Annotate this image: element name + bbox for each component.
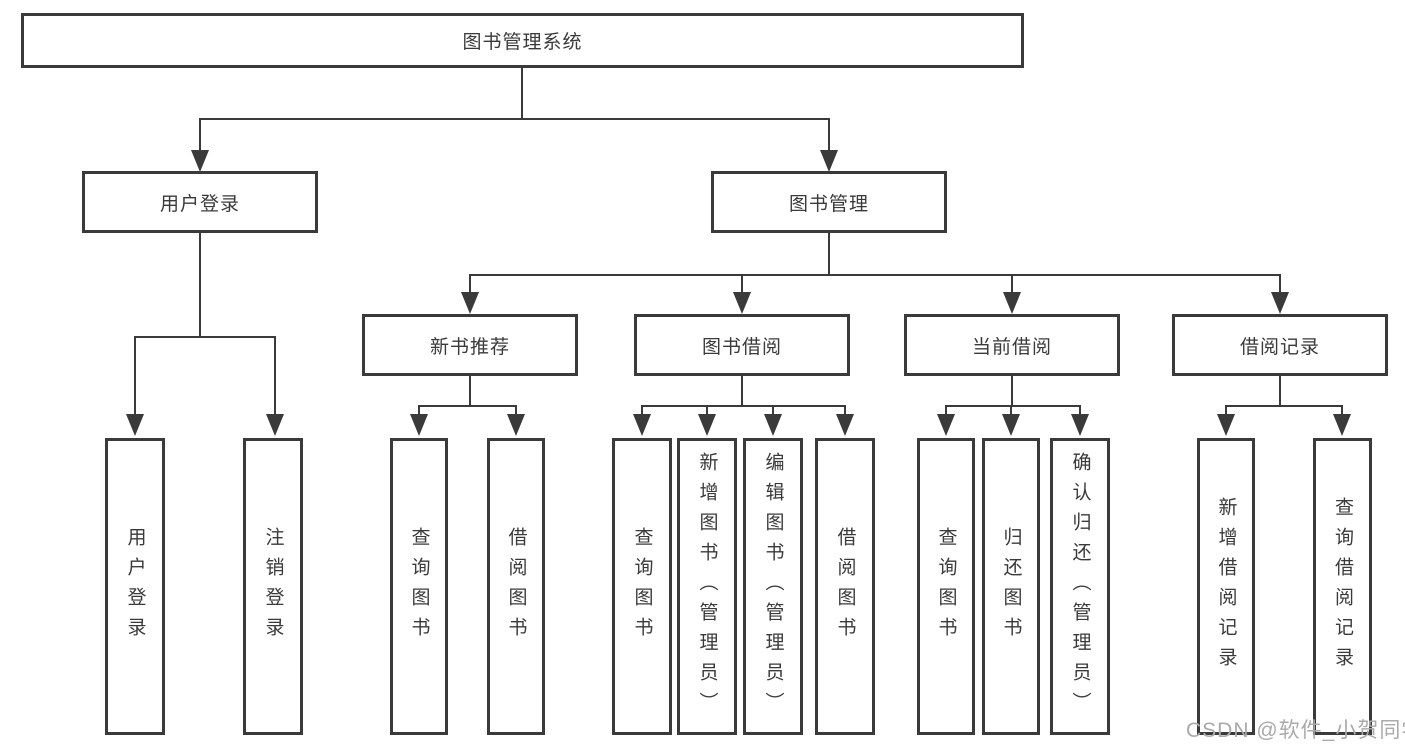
node-label: 用户登录 — [159, 193, 240, 215]
leaf-query-borrow-record: 查询借阅记录 — [1313, 438, 1372, 735]
arrow-down-icon — [461, 292, 479, 314]
leaf-add-borrow-record: 新增借阅记录 — [1197, 438, 1255, 735]
connector-line — [772, 405, 774, 416]
node-borrow-records: 借阅记录 — [1172, 314, 1388, 376]
connector-line — [274, 336, 276, 416]
node-user-login: 用户登录 — [82, 171, 318, 233]
arrow-down-icon — [937, 414, 955, 436]
connector-line — [199, 118, 830, 120]
leaf-label: 查询图书 — [935, 526, 957, 647]
leaf-query-books: 查询图书 — [390, 438, 448, 735]
connector-line — [521, 68, 523, 118]
connector-line — [641, 405, 643, 416]
connector-line — [1011, 274, 1013, 294]
connector-line — [1010, 405, 1012, 416]
connector-line — [1225, 405, 1343, 407]
connector-line — [515, 405, 517, 416]
leaf-label: 新增借阅记录 — [1215, 496, 1237, 677]
leaf-label: 查询借阅记录 — [1332, 496, 1353, 677]
leaf-label: 借阅图书 — [834, 526, 856, 647]
leaf-return-books: 归还图书 — [982, 438, 1040, 735]
leaf-label: 归还图书 — [1000, 526, 1022, 647]
arrow-down-icon — [820, 150, 838, 172]
leaf-label: 查询图书 — [631, 526, 653, 647]
leaf-label: 用户登录 — [124, 526, 146, 647]
leaf-label: 新增图书（管理员） — [696, 451, 718, 722]
connector-line — [469, 274, 1281, 276]
connector-line — [134, 336, 136, 416]
arrow-down-icon — [764, 414, 782, 436]
leaf-label: 确认归还（管理员） — [1069, 451, 1091, 722]
arrow-down-icon — [1217, 414, 1235, 436]
leaf-query-books: 查询图书 — [917, 438, 975, 735]
connector-line — [706, 405, 708, 416]
connector-line — [1279, 274, 1281, 294]
connector-line — [828, 118, 830, 152]
connector-line — [1341, 405, 1343, 416]
connector-line — [741, 376, 743, 405]
arrow-down-icon — [191, 150, 209, 172]
arrow-down-icon — [1002, 414, 1020, 436]
arrow-down-icon — [836, 414, 854, 436]
node-label: 借阅记录 — [1239, 336, 1320, 358]
connector-line — [741, 274, 743, 294]
connector-line — [469, 376, 471, 405]
connector-line — [945, 405, 1081, 407]
connector-line — [469, 274, 471, 294]
connector-line — [844, 405, 846, 416]
node-new-book-recommend: 新书推荐 — [362, 314, 578, 376]
node-label: 新书推荐 — [429, 336, 510, 358]
arrow-down-icon — [410, 414, 428, 436]
node-book-borrowing: 图书借阅 — [634, 314, 850, 376]
arrow-down-icon — [507, 414, 525, 436]
arrow-down-icon — [1003, 292, 1021, 314]
connector-line — [641, 405, 846, 407]
arrow-down-icon — [1333, 414, 1351, 436]
leaf-add-books-admin: 新增图书（管理员） — [677, 438, 737, 735]
watermark: CSDN @软件_小贺同学 — [1186, 719, 1405, 742]
node-current-borrowing: 当前借阅 — [904, 314, 1120, 376]
connector-line — [1079, 405, 1081, 416]
arrow-down-icon — [698, 414, 716, 436]
connector-line — [418, 405, 420, 416]
leaf-label: 查询图书 — [408, 526, 430, 647]
node-label: 当前借阅 — [971, 336, 1052, 358]
connector-line — [828, 233, 830, 274]
arrow-down-icon — [126, 414, 144, 436]
connector-line — [1011, 376, 1013, 405]
leaf-user-login: 用户登录 — [105, 438, 165, 735]
leaf-label: 编辑图书（管理员） — [762, 451, 784, 722]
node-label: 图书管理系统 — [462, 32, 583, 53]
connector-line — [134, 336, 276, 338]
leaf-label: 借阅图书 — [505, 526, 527, 647]
arrow-down-icon — [633, 414, 651, 436]
connector-line — [1279, 376, 1281, 405]
arrow-down-icon — [1271, 292, 1289, 314]
leaf-borrow-books: 借阅图书 — [487, 438, 545, 735]
connector-line — [1225, 405, 1227, 416]
arrow-down-icon — [1071, 414, 1089, 436]
leaf-label: 注销登录 — [262, 526, 284, 647]
leaf-logout: 注销登录 — [243, 438, 303, 735]
leaf-borrow-books: 借阅图书 — [815, 438, 875, 735]
connector-line — [945, 405, 947, 416]
leaf-edit-books-admin: 编辑图书（管理员） — [743, 438, 803, 735]
connector-line — [199, 118, 201, 152]
connector-line — [418, 405, 517, 407]
leaf-confirm-return-admin: 确认归还（管理员） — [1050, 438, 1110, 735]
node-label: 图书借阅 — [701, 336, 782, 358]
leaf-query-books: 查询图书 — [612, 438, 672, 735]
node-book-management: 图书管理 — [711, 171, 947, 233]
arrow-down-icon — [266, 414, 284, 436]
connector-line — [199, 233, 201, 336]
node-system-root: 图书管理系统 — [21, 13, 1024, 68]
node-label: 图书管理 — [788, 193, 869, 215]
arrow-down-icon — [733, 292, 751, 314]
